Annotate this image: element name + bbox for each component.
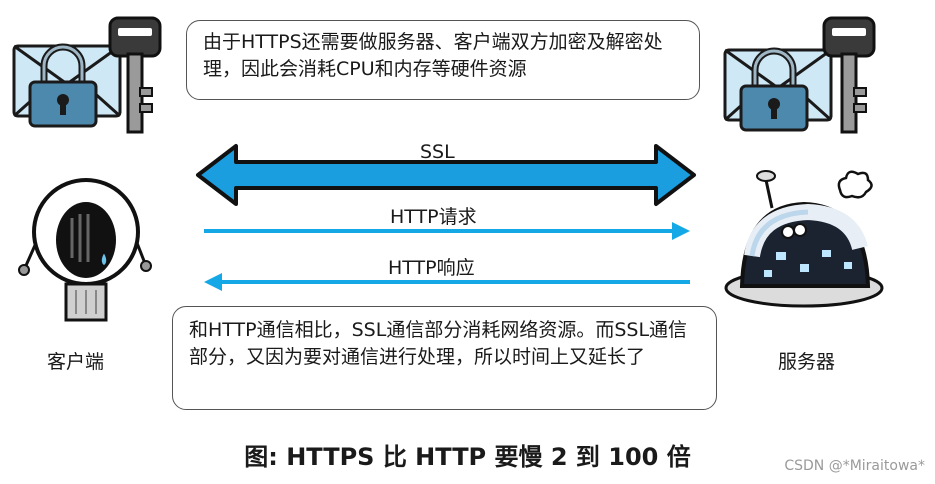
- watermark: CSDN @*Miraitowa*: [784, 458, 925, 474]
- client-envelope-lock-icon: [12, 43, 122, 128]
- ssl-double-arrow: [196, 144, 696, 206]
- http-request-label: HTTP请求: [390, 206, 477, 228]
- client-robot-icon: [18, 178, 152, 322]
- http-response-label: HTTP响应: [388, 257, 475, 279]
- client-key-icon: [108, 16, 162, 134]
- http-request-arrow: [204, 222, 690, 240]
- ssl-latency-note: 和HTTP通信相比，SSL通信部分消耗网络资源。而SSL通信部分，又因为要对通信…: [172, 306, 717, 410]
- server-envelope-lock-icon: [723, 47, 833, 132]
- ssl-label: SSL: [420, 141, 455, 163]
- server-robot-icon: [724, 170, 884, 308]
- cpu-memory-cost-note: 由于HTTPS还需要做服务器、客户端双方加密及解密处理，因此会消耗CPU和内存等…: [186, 20, 700, 100]
- server-label: 服务器: [778, 351, 836, 373]
- server-key-icon: [822, 16, 876, 134]
- client-label: 客户端: [47, 351, 105, 373]
- http-response-arrow: [204, 273, 690, 291]
- figure-caption: 图: HTTPS 比 HTTP 要慢 2 到 100 倍: [244, 443, 691, 471]
